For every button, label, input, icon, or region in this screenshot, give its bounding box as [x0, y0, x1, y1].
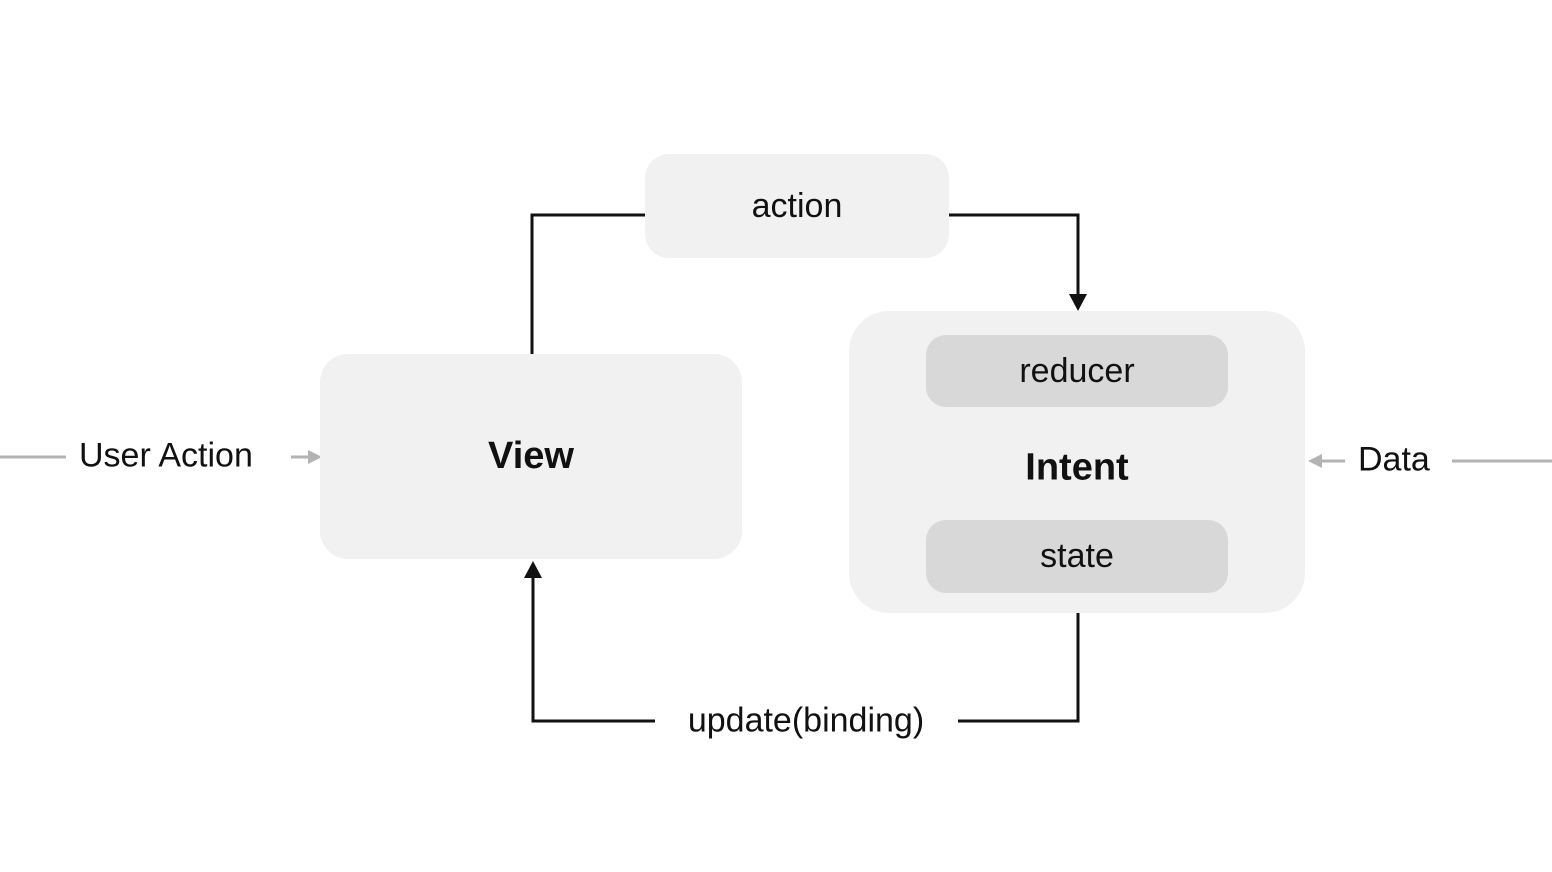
view-label: View	[488, 435, 574, 477]
reducer-box: reducer	[926, 335, 1228, 407]
view-box: View	[320, 354, 742, 559]
connector-action-to-intent	[949, 213, 1080, 296]
data-label: Data	[1358, 440, 1430, 479]
arrowhead-action-to-intent	[1069, 294, 1087, 311]
state-box: state	[926, 520, 1228, 593]
arrowhead-data-to-intent	[1308, 454, 1322, 468]
update-binding-label: update(binding)	[687, 701, 925, 740]
intent-box: reducer Intent state	[849, 311, 1305, 613]
connector-update-to-view	[531, 576, 655, 723]
user-action-label: User Action	[79, 436, 253, 475]
reducer-label: reducer	[1019, 351, 1135, 390]
action-label: action	[751, 186, 843, 225]
arrowhead-update-to-view	[524, 561, 542, 578]
connector-view-to-action	[530, 213, 645, 354]
connector-intent-to-update	[958, 613, 1080, 723]
action-box: action	[645, 154, 949, 258]
state-label: state	[1040, 537, 1114, 575]
intent-label: Intent	[1025, 446, 1129, 489]
